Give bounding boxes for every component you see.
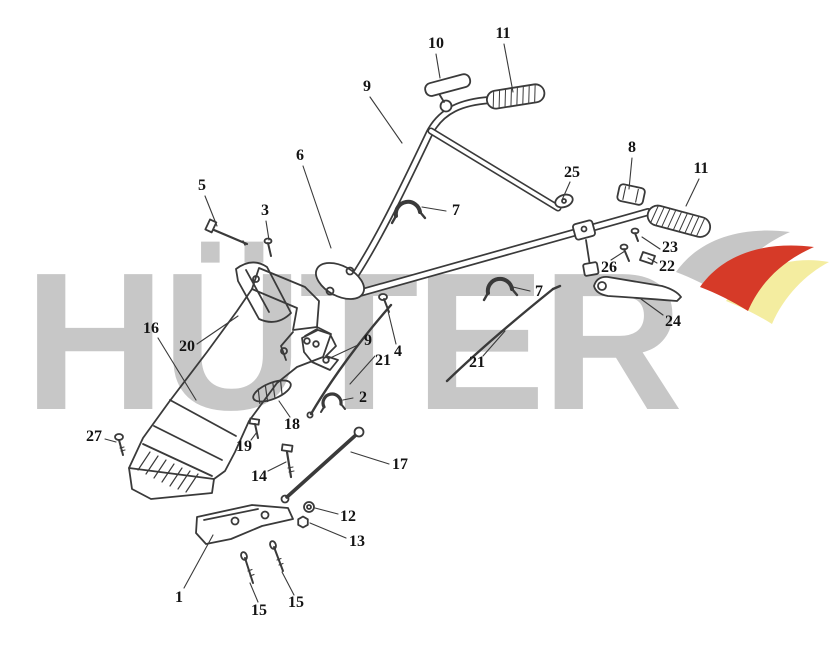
guard-plate	[196, 505, 293, 544]
frame-body	[129, 268, 331, 499]
clevis-yoke	[302, 330, 338, 370]
control-rod-left	[307, 305, 391, 418]
cable-guide-link	[553, 192, 574, 209]
bolt-5	[205, 219, 247, 245]
pin-3	[265, 239, 272, 257]
strap-bracket	[236, 262, 291, 321]
washer-12	[304, 502, 314, 512]
nut-13	[298, 517, 308, 528]
bolt-15-right	[269, 540, 283, 571]
throttle-lever	[424, 73, 472, 112]
leader-lines	[105, 44, 699, 602]
spring	[250, 376, 293, 406]
handlebar-grip-left	[486, 83, 546, 110]
wire-clip-lower	[484, 279, 517, 300]
brand-logo	[676, 230, 829, 324]
control-rod-right	[447, 286, 560, 381]
small-clip	[321, 394, 345, 412]
handlebar-grip-right	[645, 203, 712, 239]
tension-rod	[282, 428, 364, 503]
depth-lever	[594, 277, 681, 301]
bolt-15-left	[240, 551, 254, 583]
bolt-27	[115, 434, 125, 455]
bolt-4	[379, 294, 389, 312]
tube-clamp	[572, 220, 655, 276]
handlebar-tubes	[310, 100, 648, 306]
rubber-buffer	[617, 183, 646, 205]
wire-clip-upper	[392, 202, 425, 223]
pin-23	[632, 229, 639, 242]
bolt-19	[250, 418, 260, 438]
bolt-14	[282, 444, 294, 477]
